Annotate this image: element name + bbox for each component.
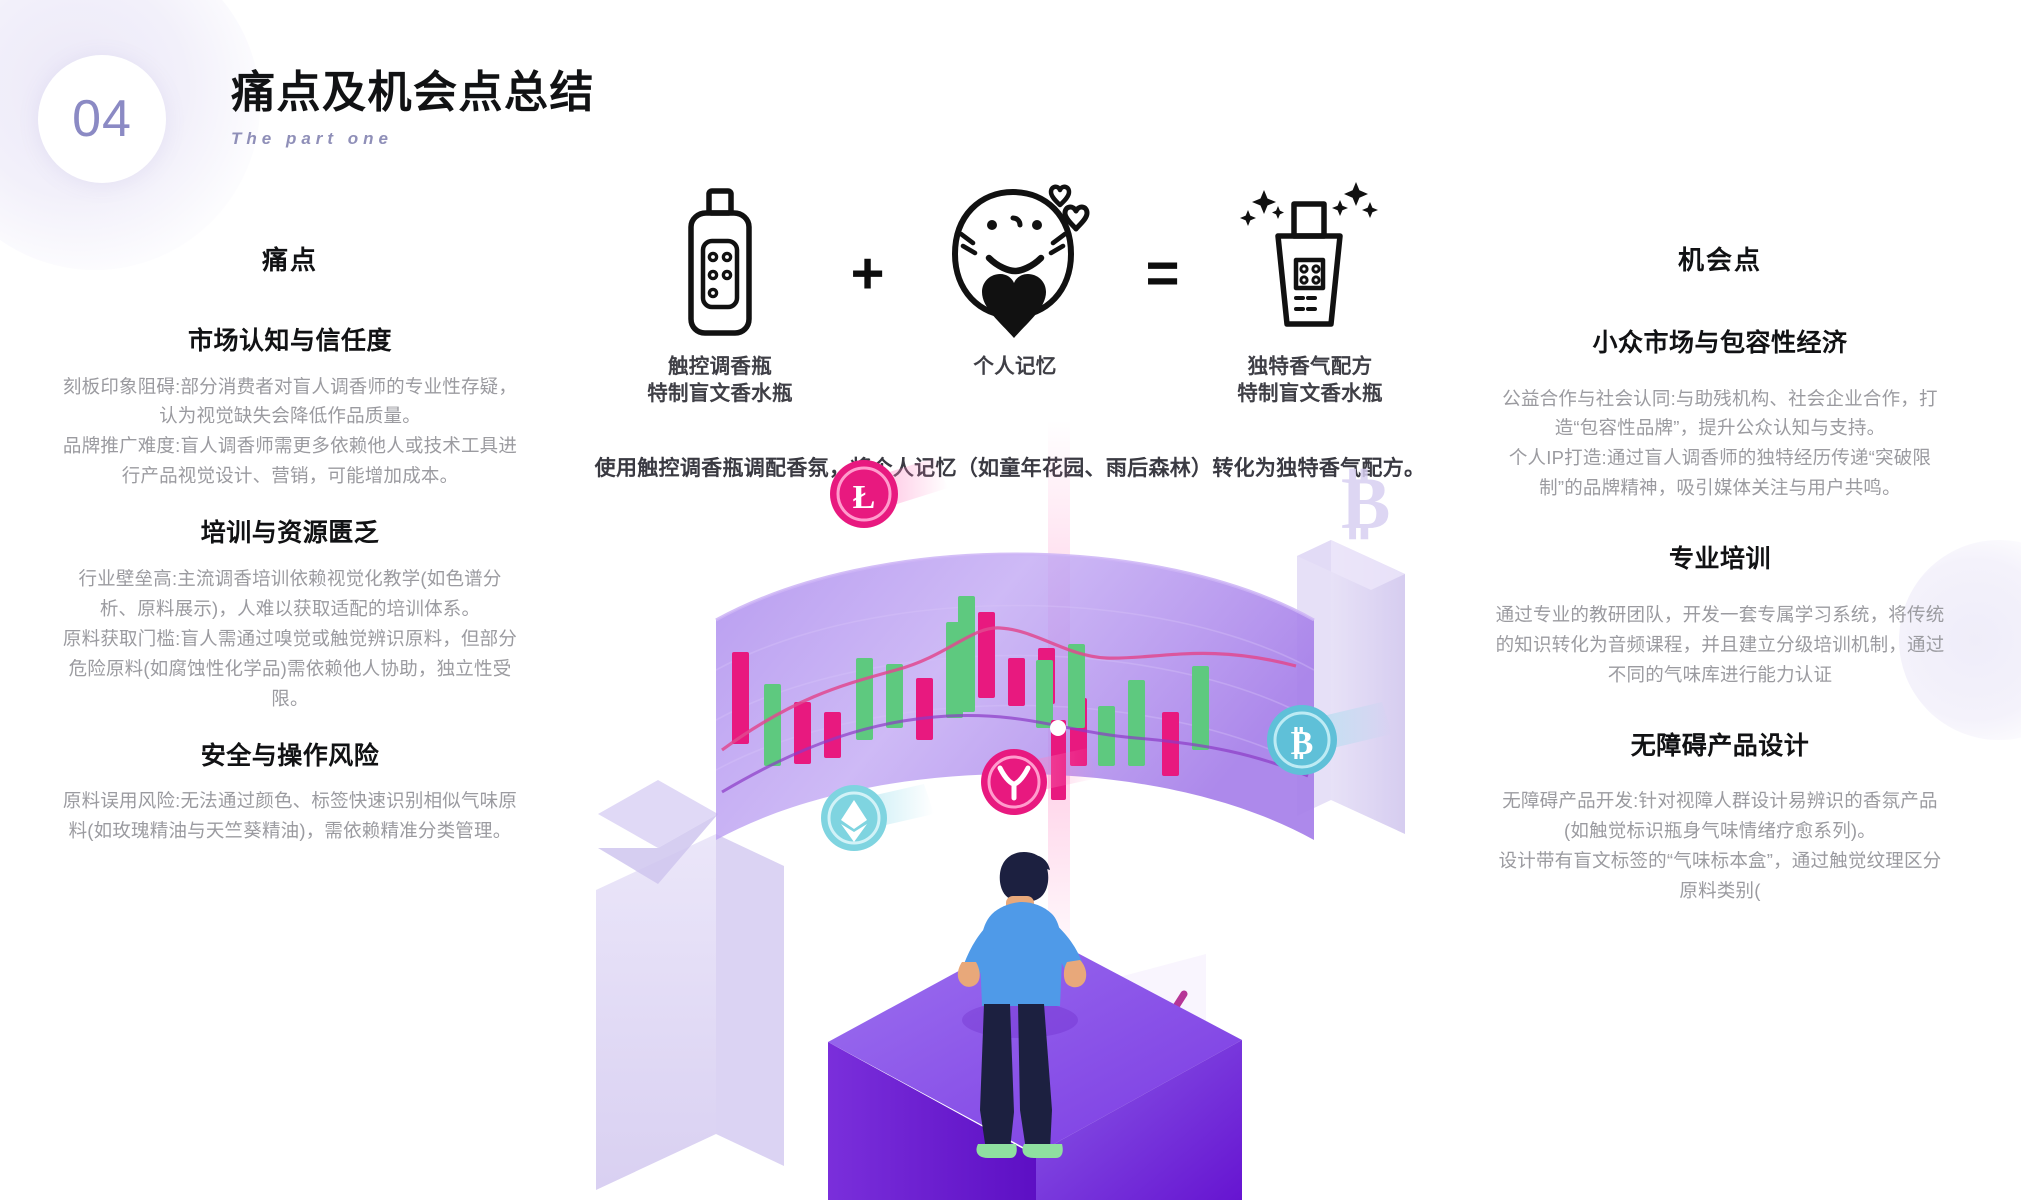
pain-points-heading: 痛点 xyxy=(261,245,318,275)
formula-term-caption: 个人记忆 xyxy=(973,355,1057,378)
page-title: 痛点及机会点总结 xyxy=(231,68,595,117)
person-figure xyxy=(957,852,1087,1158)
section-number-badge: 04 xyxy=(38,55,166,183)
opportunities-heading: 机会点 xyxy=(1677,245,1762,275)
svg-text:Ł: Ł xyxy=(853,479,876,516)
formula-term-1: 触控调香瓶特制盲文香水瓶 xyxy=(620,178,820,407)
trend-line-purple xyxy=(721,713,1309,794)
pain-points-column: 痛点 市场认知与信任度 刻板印象阻碍:部分消费者对盲人调香师的专业性存疑，认为视… xyxy=(60,240,520,872)
plus-operator: + xyxy=(850,240,885,306)
litecoin-coin-icon: Ł xyxy=(830,458,948,528)
title-block: 痛点及机会点总结 The part one xyxy=(231,68,595,149)
trend-line-pink xyxy=(721,626,1297,752)
svg-text:₿: ₿ xyxy=(1291,725,1314,762)
section-body: 刻板印象阻碍:部分消费者对盲人调香师的专业性存疑，认为视觉缺失会降低作品质量。品… xyxy=(62,375,518,487)
curved-chart-screen xyxy=(715,552,1315,840)
section-title: 培训与资源匮乏 xyxy=(200,519,380,548)
section-title: 专业培训 xyxy=(1668,545,1771,574)
braille-lotion-bottle-icon xyxy=(620,178,820,343)
section-body: 公益合作与社会认同:与助残机构、社会企业合作，打造“包容性品牌”，提升公众认知与… xyxy=(1502,387,1938,499)
formula-term-3: 独特香气配方特制盲文香水瓶 xyxy=(1210,178,1410,407)
page-subtitle: The part one xyxy=(231,128,394,148)
pain-point-section-2: 培训与资源匮乏 行业壁垒高:主流调香培训依赖视觉化教学(如色谱分析、原料展示)，… xyxy=(60,517,520,713)
section-title: 小众市场与包容性经济 xyxy=(1592,329,1848,357)
opportunity-section-3: 无障碍产品设计 无障碍产品开发:针对视障人群设计易辨识的香氛产品(如触觉标识瓶身… xyxy=(1490,730,1950,906)
ripple-coin-icon xyxy=(981,748,1098,815)
svg-text:₿: ₿ xyxy=(1341,463,1390,545)
formula-illustration: 触控调香瓶特制盲文香水瓶 + xyxy=(620,178,1410,428)
smiling-face-with-heart-icon xyxy=(915,178,1115,343)
sparkling-perfume-bottle-icon xyxy=(1210,178,1410,343)
section-number: 04 xyxy=(72,90,132,148)
formula-term-2: 个人记忆 xyxy=(915,178,1115,380)
bitcoin-coin-icon: ₿ xyxy=(1267,702,1392,775)
pain-point-section-3: 安全与操作风险 原料误用风险:无法通过颜色、标签快速识别相似气味原料(如玫瑰精油… xyxy=(60,740,520,846)
section-body: 原料误用风险:无法通过颜色、标签快速识别相似气味原料(如玫瑰精油与天竺葵精油)，… xyxy=(62,790,518,842)
section-title: 无障碍产品设计 xyxy=(1630,731,1810,760)
opportunities-column: 机会点 小众市场与包容性经济 公益合作与社会认同:与助残机构、社会企业合作，打造… xyxy=(1490,240,1950,946)
opportunity-section-2: 专业培训 通过专业的教研团队，开发一套专属学习系统，将传统的知识转化为音频课程，… xyxy=(1490,543,1950,689)
section-body: 行业壁垒高:主流调香培训依赖视觉化教学(如色谱分析、原料展示)，人难以获取适配的… xyxy=(62,567,518,709)
equals-operator: = xyxy=(1145,240,1180,306)
formula-term-caption: 独特香气配方特制盲文香水瓶 xyxy=(1237,355,1383,406)
section-body: 无障碍产品开发:针对视障人群设计易辨识的香氛产品(如触觉标识瓶身气味情绪疗愈系列… xyxy=(1498,790,1942,902)
ethereum-coin-icon xyxy=(821,784,934,851)
pain-point-section-1: 市场认知与信任度 刻板印象阻碍:部分消费者对盲人调香师的专业性存疑，认为视觉缺失… xyxy=(60,325,520,491)
formula-term-caption: 触控调香瓶特制盲文香水瓶 xyxy=(647,355,793,406)
background-pillars: ₿ xyxy=(596,463,1405,1190)
section-title: 安全与操作风险 xyxy=(200,741,380,770)
isometric-crypto-trading-illustration: ₿ xyxy=(596,420,1426,1200)
opportunity-section-1: 小众市场与包容性经济 公益合作与社会认同:与助残机构、社会企业合作，打造“包容性… xyxy=(1490,327,1950,503)
section-title: 市场认知与信任度 xyxy=(187,327,392,355)
formula-caption: 使用触控调香瓶调配香氛，将个人记忆（如童年花园、雨后森林）转化为独特香气配方。 xyxy=(594,457,1426,480)
section-body: 通过专业的教研团队，开发一套专属学习系统，将传统的知识转化为音频课程，并且建立分… xyxy=(1495,603,1945,685)
